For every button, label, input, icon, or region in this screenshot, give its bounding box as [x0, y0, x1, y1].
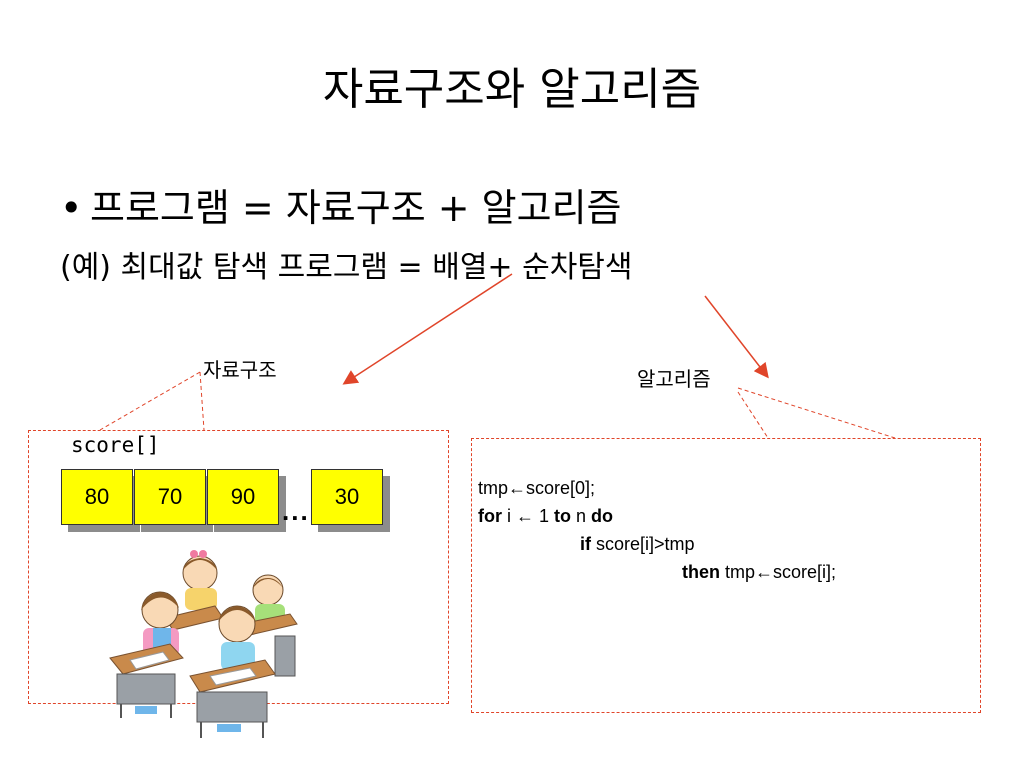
keyword-if: if [580, 534, 591, 554]
keyword-do: do [591, 506, 614, 526]
code-line-1: tmp←score[0]; [478, 478, 596, 498]
example-text: (예) 최대값 탐색 프로그램 = 배열+ 순차탐색 [60, 250, 633, 285]
array-cell: 90 [207, 469, 279, 525]
keyword-to: to [554, 506, 572, 526]
data-structure-label: 자료구조 [203, 358, 277, 382]
code-line-3: if score[i]>tmp [580, 530, 695, 558]
code-line-4: then tmp←score[i]; [682, 558, 836, 586]
bullet-dot-icon: • [60, 186, 83, 230]
leader-data-structure-left [99, 371, 201, 431]
leader-algorithm-left [737, 391, 769, 439]
students-at-desks-illustration-icon [109, 550, 298, 738]
array-cell: 70 [134, 469, 206, 525]
array-cell: 80 [61, 469, 133, 525]
bullet-text: 프로그램 = 자료구조 + 알고리즘 [90, 186, 622, 230]
array-cell: 30 [311, 469, 383, 525]
leader-algorithm-right [737, 387, 896, 439]
code-text: tmp←score[i]; [720, 562, 837, 582]
code-text: i ← 1 [502, 506, 555, 526]
array-ellipsis: ... [282, 496, 310, 526]
keyword-for: for [478, 506, 502, 526]
code-text: n [571, 506, 592, 526]
keyword-then: then [682, 562, 720, 582]
code-line-2: for i ← 1 to n do [478, 502, 613, 530]
leader-data-structure-right [199, 371, 205, 431]
arrow-to-data-structure [342, 273, 513, 385]
array-name: score[] [71, 433, 160, 457]
arrow-to-algorithm [704, 295, 769, 379]
code-text: score[i]>tmp [591, 534, 695, 554]
slide-title: 자료구조와 알고리즘 [322, 64, 702, 115]
algorithm-label: 알고리즘 [637, 367, 711, 391]
bullet-item: •프로그램 = 자료구조 + 알고리즘 [60, 183, 622, 233]
algorithm-callout-box [471, 438, 981, 713]
